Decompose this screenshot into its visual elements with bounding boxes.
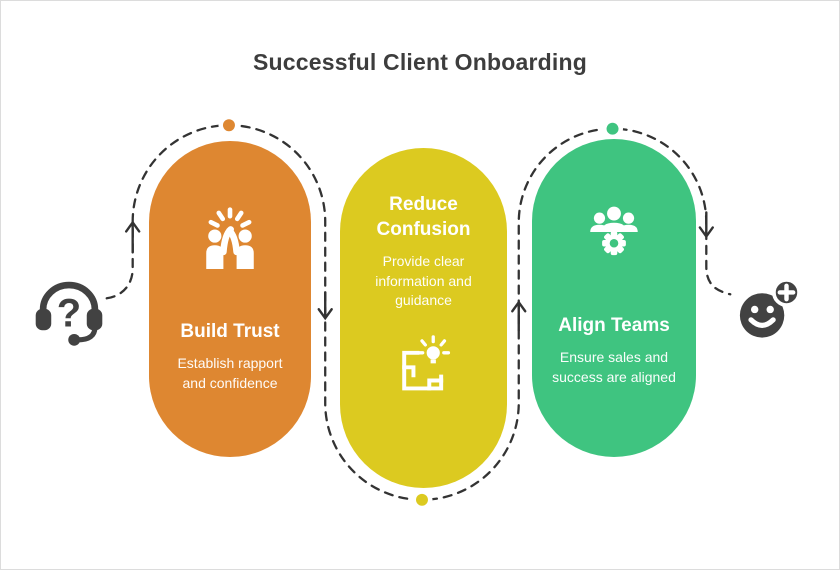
yellow-milestone-dot (411, 489, 433, 511)
step-subtitle: Provide clear information and guidance (375, 253, 472, 309)
blueprint-bulb-icon (391, 333, 457, 399)
green-milestone-dot (602, 118, 624, 140)
smiley-add-icon (731, 269, 805, 347)
step-title: Build Trust (180, 321, 280, 342)
arrow-down-right (698, 211, 714, 239)
orange-milestone-dot (218, 114, 240, 136)
step-subtitle: Establish rapport and confidence (177, 355, 283, 391)
arrow-down-mid-left (317, 291, 333, 321)
step-title: Reduce Confusion (376, 194, 471, 241)
step-card-align-teams: Align Teams Ensure sales and success are… (532, 139, 696, 457)
step-subtitle: Ensure sales and success are aligned (552, 349, 676, 385)
step-title: Align Teams (558, 315, 670, 336)
page-title: Successful Client Onboarding (252, 49, 588, 75)
high-five-icon (197, 207, 263, 273)
team-gear-icon (581, 201, 647, 267)
svg-text:?: ? (57, 292, 81, 336)
arrow-up-left (125, 220, 141, 254)
step-card-build-trust: Build Trust Establish rapport and confid… (149, 141, 311, 457)
headset-question-icon: ? (32, 272, 106, 350)
step-card-reduce-confusion: Reduce Confusion Provide clear informati… (340, 148, 507, 488)
arrow-up-mid-right (511, 300, 527, 332)
